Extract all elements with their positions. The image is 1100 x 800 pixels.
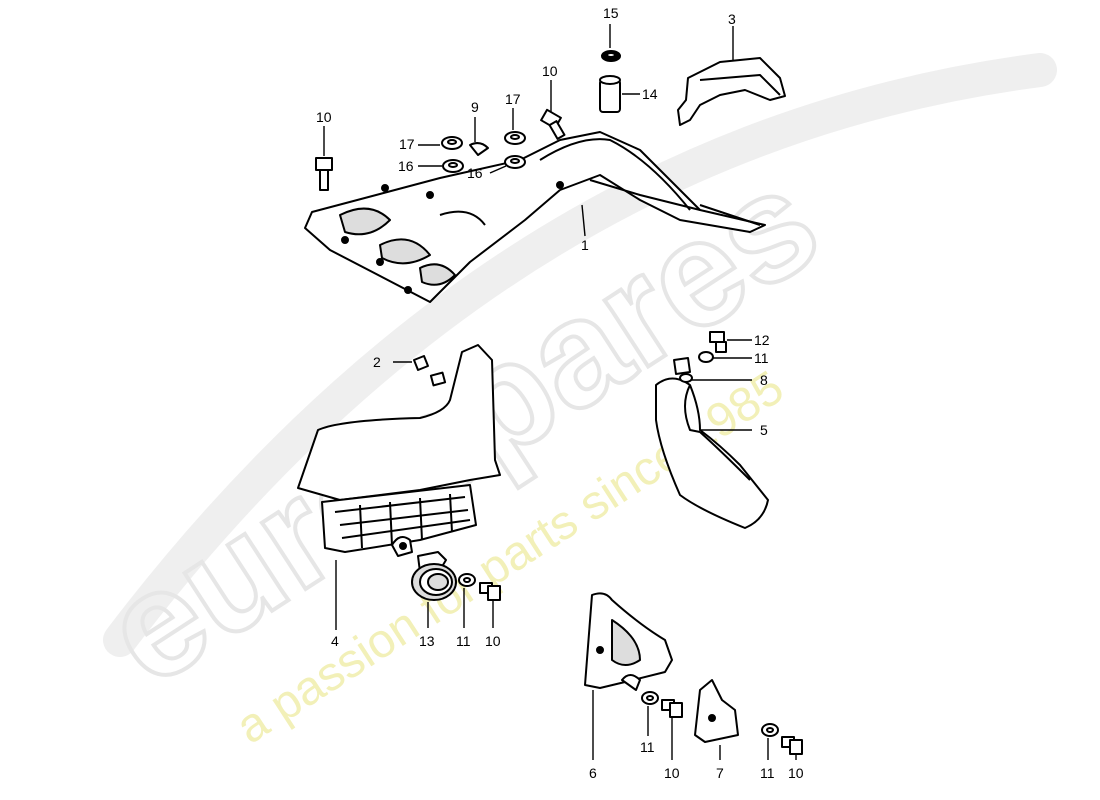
- callout-13: 13: [419, 633, 435, 649]
- callout-10-left: 10: [316, 109, 332, 125]
- callout-16-right: 16: [467, 165, 483, 181]
- part-16-washer-right: [504, 155, 526, 169]
- part-10-bolt-top: [540, 108, 566, 140]
- part-1-wheel-housing: [304, 131, 766, 303]
- callout-17-left: 17: [399, 136, 415, 152]
- callout-11-right: 11: [754, 350, 769, 366]
- part-3-bracket: [677, 57, 786, 126]
- part-14-stud: [599, 75, 621, 113]
- part-2-clip: [413, 355, 429, 371]
- callout-5: 5: [760, 422, 768, 438]
- callout-10-bottom-right: 10: [788, 765, 804, 781]
- part-4-front-liner: [297, 344, 501, 557]
- leader-lines: [323, 24, 797, 760]
- callout-15: 15: [603, 5, 619, 21]
- callout-11-mid: 11: [456, 633, 471, 649]
- part-5-mud-flap: [655, 377, 769, 529]
- callout-14: 14: [642, 86, 658, 102]
- part-11-washer-d: [761, 723, 779, 737]
- callout-2: 2: [373, 354, 381, 370]
- callout-10-mid: 10: [485, 633, 501, 649]
- callout-16-left: 16: [398, 158, 414, 174]
- callout-12: 12: [754, 332, 770, 348]
- callout-6: 6: [589, 765, 597, 781]
- callout-3: 3: [728, 11, 736, 27]
- part-17-nut-left: [441, 136, 463, 150]
- part-11-washer-a: [458, 573, 476, 587]
- part-10-bolt-d: [781, 736, 803, 755]
- part-10-bolt-left: [315, 157, 333, 191]
- part-17-nut-right: [504, 131, 526, 145]
- part-7-bracket: [694, 679, 739, 743]
- callout-11-bottom-right: 11: [760, 765, 775, 781]
- part-9-clip: [469, 142, 489, 156]
- callout-7: 7: [716, 765, 724, 781]
- callout-10-top: 10: [542, 63, 558, 79]
- part-12-bolt: [709, 331, 727, 353]
- callout-4: 4: [331, 633, 339, 649]
- part-16-washer-left: [442, 159, 464, 173]
- part-13-grommet: [411, 551, 457, 601]
- part-15-washer: [601, 50, 621, 62]
- part-11-washer-c: [641, 691, 659, 705]
- callout-10-bottom: 10: [664, 765, 680, 781]
- callouts: 15 3 10 14 9 17 10 17 16 16 1 12 2 11 8 …: [316, 5, 804, 781]
- part-6-plate: [584, 592, 673, 691]
- part-11-washer-b: [698, 351, 714, 363]
- callout-11-bottom: 11: [640, 739, 655, 755]
- part-8-clip: [673, 357, 693, 383]
- part-10-bolt-a: [479, 582, 501, 601]
- callout-1: 1: [581, 237, 589, 253]
- callout-17-right: 17: [505, 91, 521, 107]
- callout-8: 8: [760, 372, 768, 388]
- callout-9: 9: [471, 99, 479, 115]
- part-10-bolt-c: [661, 699, 683, 718]
